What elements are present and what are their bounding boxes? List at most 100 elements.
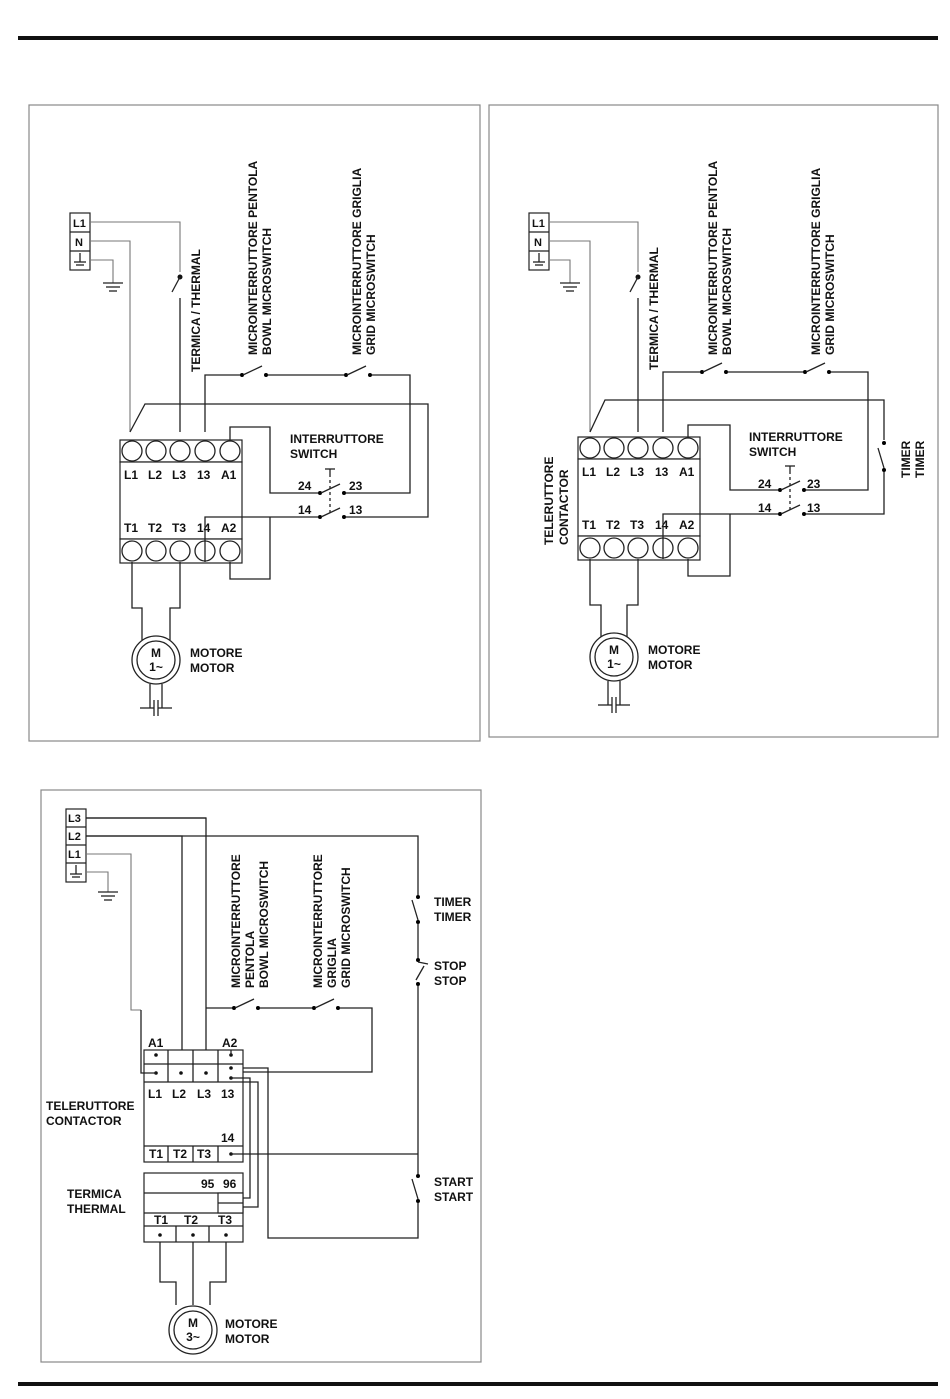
wire-or-symbol-25 [121, 440, 143, 462]
wire-or-symbol-75 [549, 240, 591, 432]
diagram-label-22: 13 [349, 503, 363, 517]
wire-or-symbol-157 [416, 895, 420, 899]
diagram-label-68: TIMER [434, 910, 472, 924]
wire-or-symbol-161 [416, 958, 420, 962]
diagram-label-62: PENTOLA [243, 931, 257, 988]
diagram-label-67: TIMER [434, 895, 472, 909]
diagram-label-66: GRID MICROSWITCH [339, 867, 353, 988]
diagram-label-25: MOTORE [190, 646, 242, 660]
wire-or-symbol-16 [240, 373, 244, 377]
wire-or-symbol-21 [346, 365, 367, 376]
wire-or-symbol-159 [416, 920, 420, 924]
wire-or-symbol-203 [224, 1233, 228, 1237]
wire-or-symbol-6 [90, 259, 114, 283]
wire-or-symbol-18 [264, 373, 268, 377]
wire-or-symbol-42 [318, 491, 322, 495]
diagram-3-frame [40, 789, 482, 1363]
diagram-label-12: T1 [124, 521, 138, 535]
wire-or-symbol-169 [243, 1067, 419, 1239]
wire-or-symbol-80 [700, 370, 704, 374]
wire-or-symbol-123 [626, 559, 639, 637]
diagram-label-65: GRIGLIA [325, 938, 339, 988]
diagram-label-53: 13 [807, 501, 821, 515]
terminal-block-1: L1 N [69, 212, 91, 271]
thermal-relay-3: 95 96 T1 T2 T3 [143, 1172, 244, 1243]
wire-or-symbol-79 [662, 371, 700, 432]
wire-or-symbol-150 [234, 998, 255, 1009]
diagram-label-94: MOTORE [225, 1317, 277, 1331]
wire-or-symbol-54 [131, 562, 143, 640]
diagram-label-80: T1 [149, 1147, 163, 1161]
wire-or-symbol-144 [86, 835, 419, 895]
diagram-label-50: 24 [758, 477, 772, 491]
wire-or-symbol-168 [416, 1199, 420, 1203]
ground-symbol [74, 253, 86, 266]
wire-or-symbol-146 [86, 853, 141, 1011]
wire-or-symbol-155 [336, 1006, 340, 1010]
wire-or-symbol-97 [603, 537, 625, 559]
wire-or-symbol-17 [242, 365, 263, 376]
wire-or-symbol-104 [882, 468, 886, 472]
wire-or-symbol-82 [724, 370, 728, 374]
wire-or-symbol-139 [86, 871, 109, 892]
diagram-label-49: SWITCH [749, 445, 796, 459]
wire-or-symbol-30 [119, 461, 243, 540]
wire-or-symbol-70 [549, 259, 571, 283]
wire-or-symbol-208 [173, 1310, 213, 1350]
diagram-label-37: 13 [655, 465, 669, 479]
diagram-label-1: N [75, 237, 83, 249]
wire-or-symbol-145 [86, 835, 183, 1075]
diagram-label-88: T2 [184, 1213, 198, 1227]
diagram-label-24: 1~ [149, 660, 163, 674]
diagram-label-52: 14 [758, 501, 772, 515]
diagram-label-95: MOTOR [225, 1332, 270, 1346]
wire-or-symbol-153 [312, 1006, 316, 1010]
diagram-label-17: INTERRUTTORE [290, 432, 384, 446]
wire-or-symbol-121 [687, 514, 731, 577]
wire-or-symbol-180 [154, 1053, 158, 1057]
wire-or-symbol-154 [314, 998, 335, 1009]
wire-or-symbol-149 [232, 1006, 236, 1010]
wire-or-symbol-167 [411, 1178, 419, 1200]
wire-or-symbol-112 [780, 480, 801, 491]
wire-or-symbol-26 [145, 440, 167, 462]
diagram-label-36: L3 [630, 465, 644, 479]
wire-or-symbol-166 [416, 1174, 420, 1178]
diagram-label-0: L1 [73, 218, 86, 230]
diagram-label-63: BOWL MICROSWITCH [257, 861, 271, 988]
diagram-label-42: 14 [655, 518, 669, 532]
wire-or-symbol-95 [577, 535, 701, 561]
diagram-label-33: GRID MICROSWITCH [823, 234, 837, 355]
diagram-label-6: GRID MICROSWITCH [364, 234, 378, 355]
diagram-label-13: T2 [148, 521, 162, 535]
diagram-2-single-phase-timer: L1 N TERMICA / THERMAL MICROINTERRUTTORE… [488, 104, 939, 738]
wire-or-symbol-34 [169, 540, 191, 562]
diagram-label-73: A1 [148, 1036, 164, 1050]
wire-or-symbol-98 [627, 537, 649, 559]
wire-or-symbol-13 [171, 276, 181, 293]
diagram-label-51: 23 [807, 477, 821, 491]
diagram-label-82: T3 [197, 1147, 211, 1161]
wire-or-symbol-11 [90, 240, 131, 432]
wire-or-symbol-107 [687, 424, 758, 491]
wire-or-symbol-38 [229, 426, 297, 494]
wire-or-symbol-43 [320, 483, 341, 494]
diagram-label-77: L3 [197, 1087, 211, 1101]
wire-or-symbol-116 [802, 512, 806, 516]
contactor-1: L1 L2 L3 13 A1 T1 T2 T3 14 A2 [119, 439, 243, 564]
wire-or-symbol-31 [119, 538, 243, 564]
wire-or-symbol-86 [827, 370, 831, 374]
wire-or-symbol-114 [778, 512, 782, 516]
wire-or-symbol-202 [191, 1233, 195, 1237]
diagram-label-7: L1 [124, 468, 138, 482]
diagram-label-91: THERMAL [67, 1202, 126, 1216]
diagram-label-55: 1~ [607, 657, 621, 671]
diagram-label-34: L1 [582, 465, 596, 479]
diagram-label-44: TELERUTTORE [542, 457, 556, 545]
diagram-label-27: L1 [532, 218, 545, 230]
diagram-label-54: M [609, 643, 619, 657]
top-rule [18, 36, 938, 40]
wire-or-symbol-122 [589, 559, 602, 637]
wire-or-symbol-91 [627, 437, 649, 459]
